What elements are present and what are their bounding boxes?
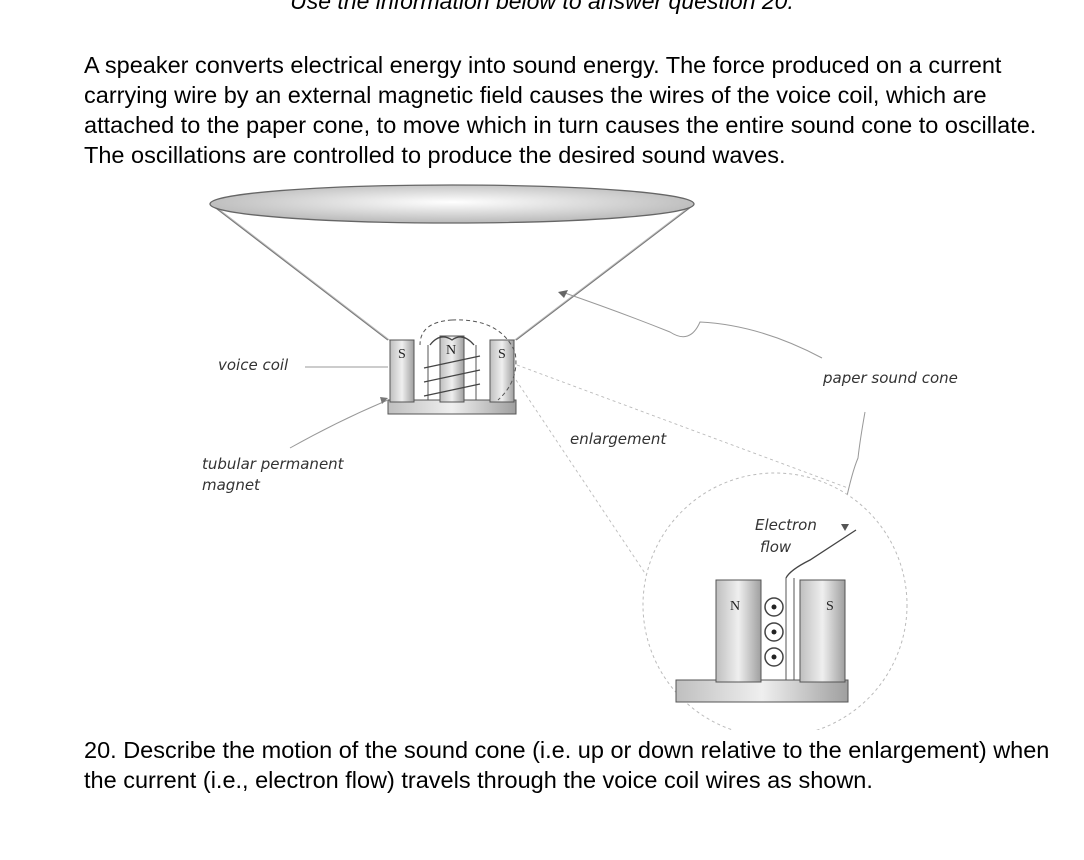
magnet-assembly: S N S bbox=[387, 319, 517, 415]
enlarged-magnet-north bbox=[715, 579, 762, 683]
label-tubular-magnet-1: tubular permanent bbox=[202, 455, 345, 473]
label-voice-coil: voice coil bbox=[218, 356, 289, 374]
center-magnet bbox=[439, 335, 465, 403]
label-enlargement: enlargement bbox=[570, 430, 667, 448]
small-pole-center: N bbox=[446, 343, 456, 358]
label-electron: Electron bbox=[755, 516, 817, 534]
paper-cone bbox=[209, 184, 695, 343]
enlargement-view: N S bbox=[642, 472, 908, 730]
small-pole-left: S bbox=[398, 347, 406, 362]
outer-magnet-left bbox=[389, 339, 415, 403]
label-tubular-magnet-2: magnet bbox=[202, 476, 261, 494]
voice-coil-winding bbox=[429, 336, 475, 346]
enlarged-pole-left: N bbox=[730, 599, 740, 614]
enlargement-projection bbox=[515, 364, 849, 709]
label-paper-sound-cone: paper sound cone bbox=[822, 369, 958, 387]
question-20: 20. Describe the motion of the sound con… bbox=[84, 737, 1050, 793]
electron-flow-dots bbox=[764, 597, 784, 667]
intro-paragraph: A speaker converts electrical energy int… bbox=[84, 52, 1037, 168]
small-pole-right: S bbox=[498, 347, 506, 362]
enlarged-magnet-south bbox=[799, 579, 846, 683]
outer-magnet-right bbox=[489, 339, 515, 403]
label-flow: flow bbox=[760, 538, 792, 556]
coil-lead-wire bbox=[785, 529, 857, 579]
speaker-diagram: S N S N S bbox=[202, 184, 958, 730]
enlarged-pole-right: S bbox=[826, 599, 834, 614]
instruction-header: Use the information below to answer ques… bbox=[290, 0, 794, 14]
